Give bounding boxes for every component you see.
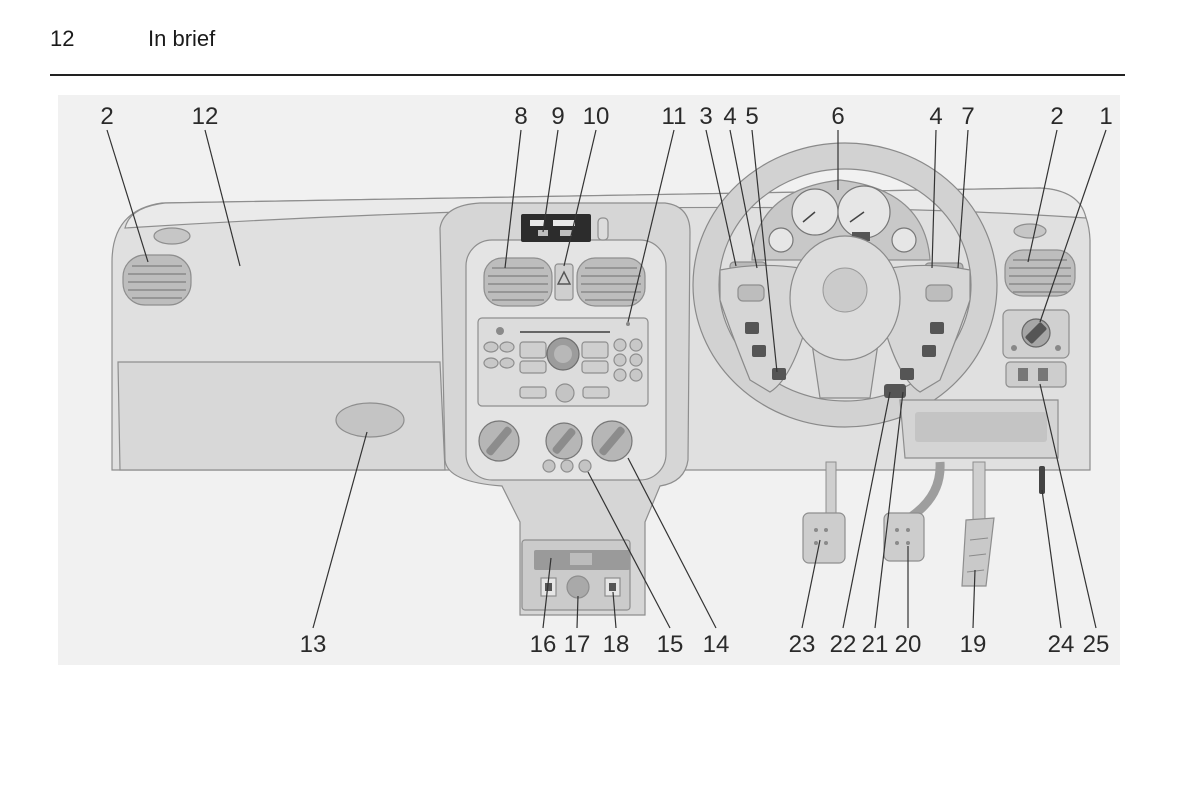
glove-box-handle — [335, 402, 405, 438]
callout-leader-line — [801, 539, 821, 629]
callout-leader-line — [972, 569, 976, 629]
callout-label: 1 — [1099, 103, 1112, 130]
center-right-air-vent — [576, 257, 646, 307]
callout-label: 20 — [895, 631, 922, 658]
callout-leader-line — [1039, 383, 1097, 629]
left-steering-wheel-controls — [737, 284, 786, 380]
callout-leader-line — [842, 391, 891, 629]
callout-label: 4 — [723, 103, 736, 130]
callout-label: 14 — [703, 631, 730, 658]
callout-label: 6 — [831, 103, 844, 130]
callout-label: 7 — [961, 103, 974, 130]
accelerator-pedal — [961, 461, 995, 587]
callout-label: 10 — [583, 103, 610, 130]
callout-label: 12 — [192, 103, 219, 130]
callout-leader-line — [204, 129, 241, 267]
left-defroster-outlet — [153, 227, 191, 245]
callout-label: 13 — [300, 631, 327, 658]
left-air-vent — [122, 254, 192, 306]
callout-leader-line — [612, 591, 617, 629]
glove-box — [117, 361, 446, 471]
headlight-range-control — [1005, 361, 1067, 388]
callout-leader-line — [106, 129, 149, 263]
callout-leader-line — [576, 595, 579, 629]
callout-leader-line — [705, 129, 737, 267]
callout-leader-line — [563, 129, 597, 267]
callout-label: 3 — [699, 103, 712, 130]
right-defroster-outlet — [1013, 223, 1047, 239]
callout-label: 8 — [514, 103, 527, 130]
callout-leader-line — [312, 431, 368, 629]
callout-label: 24 — [1048, 631, 1075, 658]
callout-leader-line — [587, 471, 671, 629]
hazard-warning-button — [554, 263, 574, 301]
callout-leader-line — [957, 129, 969, 269]
callout-label: 9 — [551, 103, 564, 130]
dashboard-illustration: 2 12 8 9 10 11 3 4 5 6 4 7 2 1 13 16 17 … — [58, 95, 1120, 665]
infotainment-system — [477, 317, 649, 407]
callout-label: 11 — [662, 103, 687, 130]
info-display — [521, 214, 609, 242]
header-rule — [50, 74, 1125, 76]
center-left-air-vent — [483, 257, 553, 307]
right-steering-wheel-controls — [900, 284, 953, 380]
light-switch-module — [1002, 309, 1070, 359]
callout-label: 2 — [1050, 103, 1063, 130]
callout-label: 16 — [530, 631, 557, 658]
callout-leader-line — [1039, 129, 1107, 323]
callout-label: 19 — [960, 631, 987, 658]
callout-label: 25 — [1083, 631, 1110, 658]
callout-leader-line — [931, 129, 937, 269]
callout-leader-line — [1027, 129, 1058, 263]
callout-label: 23 — [789, 631, 816, 658]
callout-leader-line — [751, 129, 778, 373]
callout-label: 21 — [862, 631, 889, 658]
steering-wheel — [692, 142, 998, 428]
right-air-vent — [1004, 249, 1076, 297]
callout-leader-line — [627, 457, 717, 629]
climate-controls — [478, 420, 633, 473]
callout-leader-line — [627, 129, 675, 323]
page-number: 12 — [50, 26, 75, 51]
callout-label: 2 — [100, 103, 113, 130]
instrument-cluster — [751, 179, 931, 261]
steering-wheel-horn-emblem — [822, 267, 868, 313]
callout-label: 22 — [830, 631, 857, 658]
lower-storage-shelf — [899, 399, 1059, 459]
callout-label: 17 — [564, 631, 591, 658]
bonnet-release-lever — [1039, 466, 1045, 494]
brake-pedal — [883, 461, 945, 562]
section-title: In brief — [148, 26, 216, 51]
callout-label: 4 — [929, 103, 942, 130]
callout-label: 18 — [603, 631, 630, 658]
callout-leader-line — [542, 557, 552, 629]
lower-center-console — [521, 539, 631, 611]
callout-leader-line — [1041, 489, 1062, 629]
callout-label: 15 — [657, 631, 684, 658]
callout-leader-line — [542, 129, 559, 233]
callout-leader-line — [504, 129, 522, 269]
clutch-pedal — [802, 461, 846, 564]
callout-label: 5 — [745, 103, 758, 130]
callout-leader-line — [729, 129, 758, 269]
callout-leader-line — [874, 391, 904, 629]
